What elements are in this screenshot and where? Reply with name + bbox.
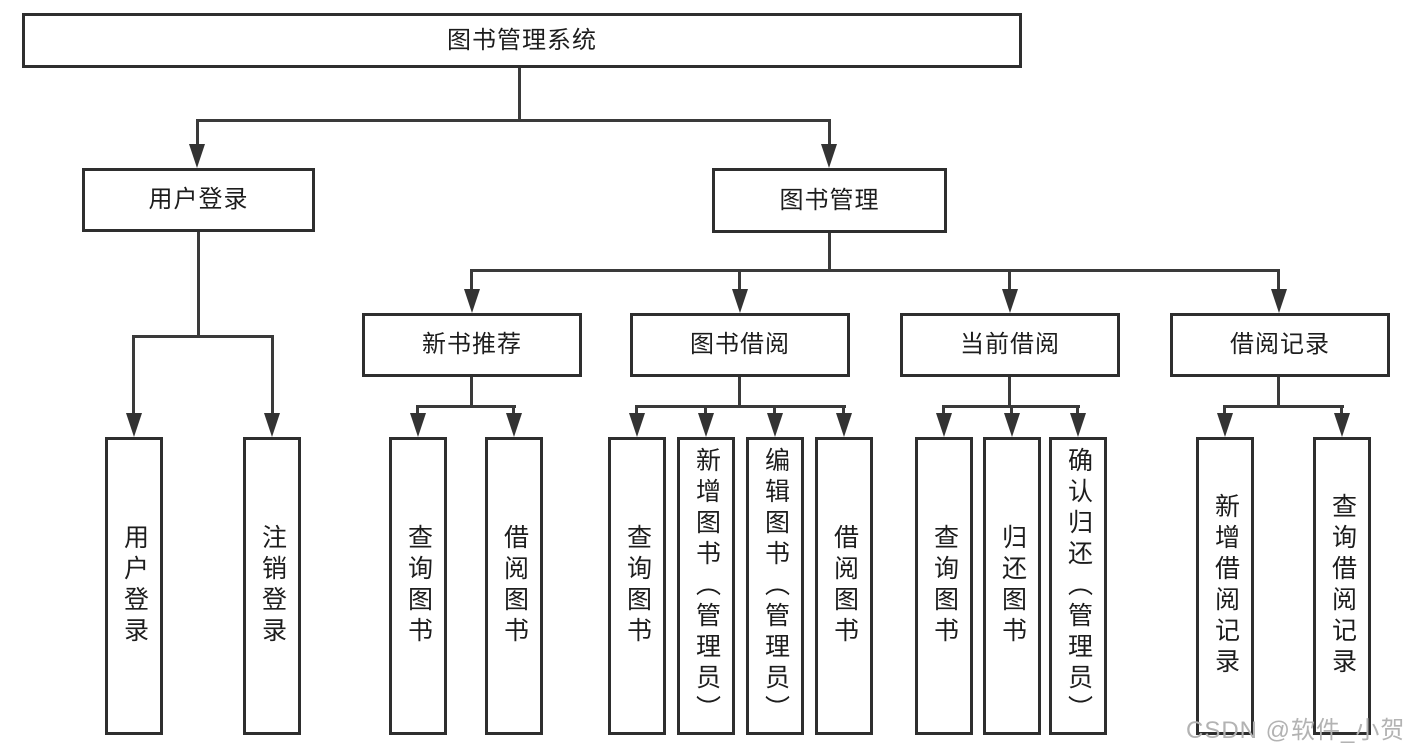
node-user-login: 用户登录 (82, 168, 315, 232)
connector-hline (196, 119, 831, 122)
connector-arrowhead (189, 144, 205, 168)
leaf-query-books: 查询图书 (915, 437, 973, 735)
connector-hline (470, 269, 1280, 272)
leaf-query-books: 查询图书 (608, 437, 666, 735)
connector-vline (197, 232, 200, 337)
leaf-user-login: 用户登录 (105, 437, 163, 735)
connector-arrowhead (264, 413, 280, 437)
leaf-query-borrow-record: 查询借阅记录 (1313, 437, 1371, 735)
node-current-borrow: 当前借阅 (900, 313, 1120, 377)
connector-vline (828, 233, 831, 271)
connector-arrowhead (410, 413, 426, 437)
leaf-logout: 注销登录 (243, 437, 301, 735)
connector-arrowhead (1334, 413, 1350, 437)
leaf-add-book-admin: 新增图书（管理员） (677, 437, 735, 735)
connector-arrowhead (936, 413, 952, 437)
connector-arrowhead (1271, 289, 1287, 313)
connector-vline (942, 405, 945, 417)
connector-arrowhead (126, 413, 142, 437)
connector-arrowhead (1004, 413, 1020, 437)
connector-vline (1010, 405, 1013, 417)
node-new-book-recommend: 新书推荐 (362, 313, 582, 377)
connector-arrowhead (464, 289, 480, 313)
connector-arrowhead (1002, 289, 1018, 313)
leaf-borrow-books: 借阅图书 (815, 437, 873, 735)
connector-vline (518, 68, 521, 120)
connector-vline (1277, 269, 1280, 291)
connector-hline (1223, 405, 1344, 408)
connector-hline (132, 335, 274, 338)
connector-vline (1277, 377, 1280, 407)
connector-vline (470, 377, 473, 407)
node-root: 图书管理系统 (22, 13, 1022, 68)
connector-vline (512, 405, 515, 417)
connector-vline (1340, 405, 1343, 417)
connector-arrowhead (698, 413, 714, 437)
connector-vline (635, 405, 638, 417)
connector-arrowhead (732, 289, 748, 313)
connector-vline (132, 335, 135, 415)
connector-vline (470, 269, 473, 291)
leaf-add-borrow-record: 新增借阅记录 (1196, 437, 1254, 735)
connector-arrowhead (629, 413, 645, 437)
connector-vline (738, 377, 741, 407)
connector-vline (271, 335, 274, 415)
connector-vline (1008, 269, 1011, 291)
leaf-query-books: 查询图书 (389, 437, 447, 735)
connector-hline (635, 405, 846, 408)
connector-hline (416, 405, 516, 408)
leaf-return-books: 归还图书 (983, 437, 1041, 735)
node-borrow-records: 借阅记录 (1170, 313, 1390, 377)
connector-vline (1223, 405, 1226, 417)
leaf-borrow-books: 借阅图书 (485, 437, 543, 735)
connector-vline (842, 405, 845, 417)
connector-arrowhead (836, 413, 852, 437)
connector-arrowhead (767, 413, 783, 437)
leaf-edit-book-admin: 编辑图书（管理员） (746, 437, 804, 735)
connector-vline (738, 269, 741, 291)
node-book-management: 图书管理 (712, 168, 947, 233)
connector-vline (773, 405, 776, 417)
connector-vline (828, 119, 831, 146)
connector-vline (1076, 405, 1079, 417)
connector-arrowhead (506, 413, 522, 437)
node-book-borrow: 图书借阅 (630, 313, 850, 377)
connector-arrowhead (1070, 413, 1086, 437)
connector-vline (1008, 377, 1011, 407)
connector-vline (196, 119, 199, 146)
connector-arrowhead (821, 144, 837, 168)
watermark-text: CSDN @软件_小贺同学 (1186, 717, 1405, 744)
leaf-confirm-return-admin: 确认归还（管理员） (1049, 437, 1107, 735)
connector-arrowhead (1217, 413, 1233, 437)
connector-vline (704, 405, 707, 417)
connector-vline (416, 405, 419, 417)
